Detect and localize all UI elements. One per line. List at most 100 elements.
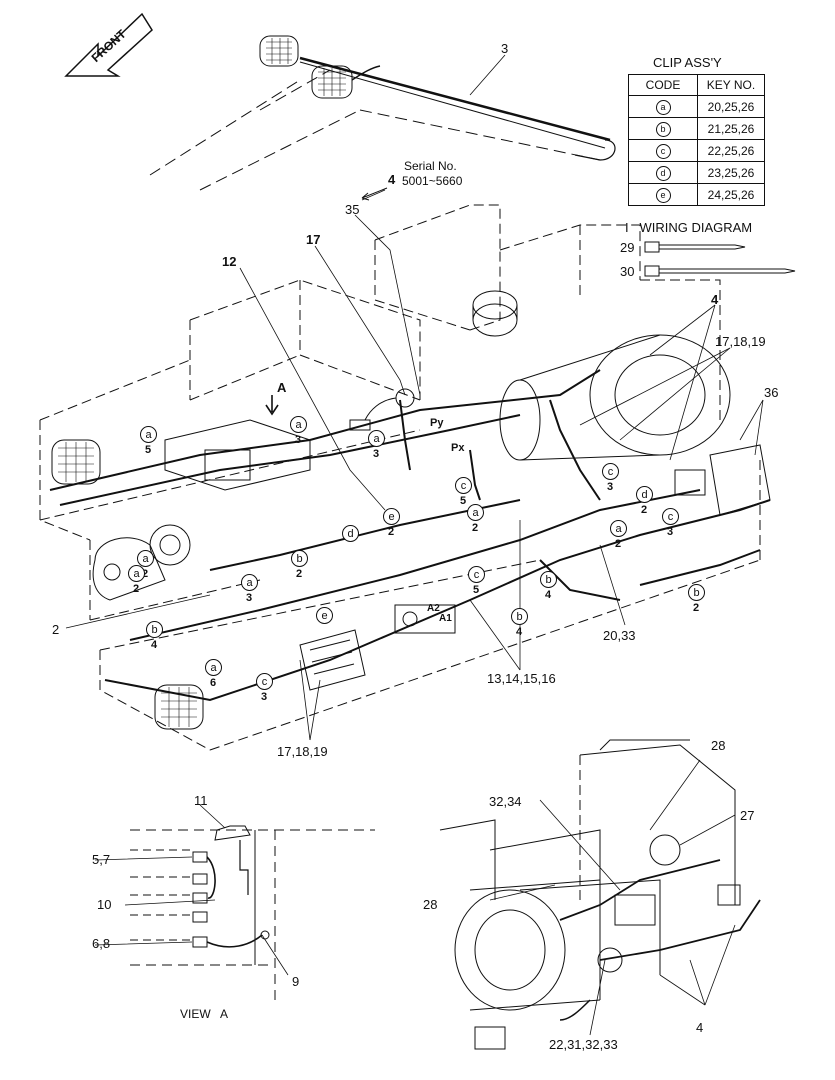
clip-table-header-row: CODE KEY NO.: [628, 74, 765, 96]
clip-marker-qty: 4: [151, 639, 158, 651]
clip-marker-c: c: [662, 508, 679, 525]
fuse-box: [164, 419, 311, 491]
clip-table-header-key: KEY NO.: [697, 74, 765, 96]
callout-a2: A2: [427, 603, 440, 614]
clip-marker-e: e: [383, 508, 400, 525]
view-a-title: VIEW A: [180, 1007, 229, 1021]
callout-11: 11: [194, 793, 208, 808]
serial-range: 5001~5660: [402, 174, 463, 188]
cable-tie-30: [644, 265, 796, 277]
clip-marker-qty: 5: [473, 584, 480, 596]
clip-marker-qty: 3: [373, 448, 380, 460]
callout-10: 10: [97, 897, 112, 912]
clip-marker-qty: 3: [261, 691, 268, 703]
callout-17-18-19-top: 17,18,19: [715, 334, 766, 349]
front-work-light: [51, 439, 101, 485]
clip-marker-qty: 5: [145, 444, 152, 456]
boom-work-light-2: [311, 65, 381, 99]
callout-22-31-32-33: 22,31,32,33: [549, 1037, 618, 1052]
solenoid-valve: [394, 604, 456, 634]
clip-marker-c: c: [455, 477, 472, 494]
clip-marker-a: a: [467, 504, 484, 521]
clip-marker-e: e: [316, 607, 333, 624]
engine-hood: [374, 204, 721, 420]
callout-27: 27: [740, 808, 755, 823]
clip-marker-a: a: [137, 550, 154, 567]
engine-detail-inset: [439, 739, 761, 1050]
clip-table-row: d 23,25,26: [628, 161, 765, 184]
clip-marker-a: a: [140, 426, 157, 443]
clip-table-row: a 20,25,26: [628, 95, 765, 118]
clip-marker-qty: 2: [641, 504, 648, 516]
upper-structure: [39, 279, 761, 751]
view-a-arrow-label: A: [277, 380, 287, 395]
clip-marker-qty: 6: [210, 677, 217, 689]
clip-marker-c: c: [602, 463, 619, 480]
clip-keys: 21,25,26: [697, 117, 765, 140]
callout-17: 17: [306, 232, 321, 247]
serial-label: Serial No.: [404, 159, 457, 173]
clip-marker-a: a: [290, 416, 307, 433]
callout-3: 3: [501, 41, 509, 56]
clip-marker-qty: 2: [133, 583, 140, 595]
clip-marker-b: b: [688, 584, 705, 601]
wiring-diagram-title: I WIRING DIAGRAM: [625, 220, 753, 235]
clip-marker-qty: 4: [516, 626, 523, 638]
boom-work-light-1: [259, 35, 299, 67]
callout-35: 35: [345, 202, 360, 217]
clip-marker-qty: 2: [472, 522, 479, 534]
clip-table-row: b 21,25,26: [628, 117, 765, 140]
clip-marker-a: a: [205, 659, 222, 676]
engine-fan: [499, 334, 731, 461]
horn: [349, 388, 415, 431]
clip-keys: 20,25,26: [697, 95, 765, 118]
callout-4: 4: [711, 292, 719, 307]
clip-marker-qty: 2: [388, 526, 395, 538]
clip-code: a: [655, 99, 671, 115]
clip-keys: 23,25,26: [697, 161, 765, 184]
callout-5-7: 5,7: [92, 852, 111, 867]
callout-py: Py: [430, 417, 444, 429]
clip-marker-a: a: [368, 430, 385, 447]
clip-marker-qty: 2: [693, 602, 700, 614]
callout-a1: A1: [439, 613, 452, 624]
clip-marker-b: b: [291, 550, 308, 567]
controller-box: [674, 444, 771, 516]
clip-marker-d: d: [636, 486, 653, 503]
callout-28-top: 28: [711, 738, 726, 753]
main-harness: [49, 369, 771, 702]
tie-29-label: 29: [620, 240, 635, 255]
clip-marker-qty: 3: [607, 481, 614, 493]
rear-work-light: [154, 684, 204, 730]
serial-callout: 4: [388, 172, 396, 187]
clip-marker-b: b: [511, 608, 528, 625]
clip-code: b: [655, 121, 671, 137]
clip-marker-qty: 3: [295, 434, 302, 446]
clip-marker-qty: 3: [667, 526, 674, 538]
callout-36: 36: [764, 385, 779, 400]
air-cleaner: [472, 290, 518, 337]
clip-table-title: CLIP ASS'Y: [653, 55, 722, 70]
clip-marker-qty: 5: [460, 495, 467, 507]
callout-17-18-19-bottom: 17,18,19: [277, 744, 328, 759]
relay-block: [299, 629, 366, 691]
clip-keys: 24,25,26: [697, 183, 765, 206]
tie-30-label: 30: [620, 264, 635, 279]
front-arrow: [64, 12, 153, 77]
callout-13-14-15-16: 13,14,15,16: [487, 671, 556, 686]
callout-px: Px: [451, 442, 465, 454]
clip-table-header-code: CODE: [628, 74, 698, 96]
clip-code: d: [655, 165, 671, 181]
cable-tie-29: [644, 241, 746, 253]
clip-keys: 22,25,26: [697, 139, 765, 162]
clip-marker-c: c: [256, 673, 273, 690]
clip-marker-qty: 2: [296, 568, 303, 580]
callout-4-bottom: 4: [696, 1020, 704, 1035]
leader-lines: [65, 54, 764, 741]
boom-foot: [92, 537, 166, 601]
clip-marker-a: a: [241, 574, 258, 591]
